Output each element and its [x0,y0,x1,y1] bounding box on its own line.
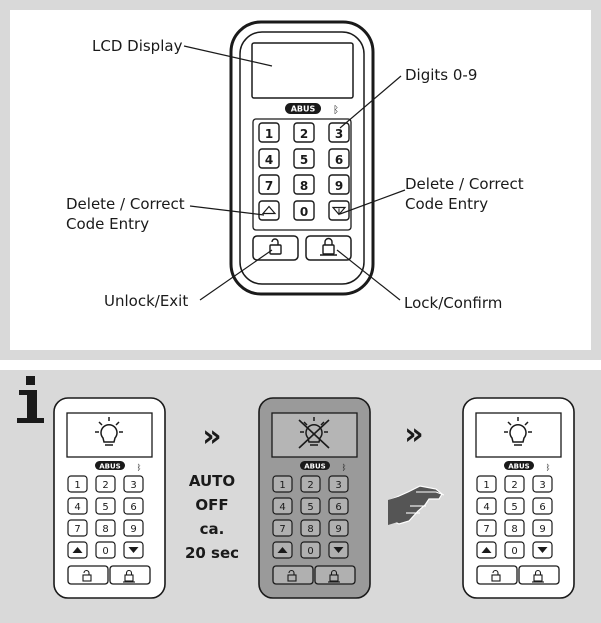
keypad-key-label: 1 [265,127,273,141]
keypad-key-label: 9 [335,179,343,193]
leader-lines [183,45,406,301]
delete-up-key-icon [261,205,277,215]
keypad-key-label: 3 [335,127,343,141]
auto-off-sequence-panel [0,370,601,623]
keypad-key-label: 8 [300,179,308,193]
brand-badge [285,103,321,114]
delete-down-key-icon [331,206,347,216]
keypad-key-label: 6 [335,153,343,167]
lcd-display-label: LCD Display [92,37,183,55]
lock-confirm-label: Lock/Confirm [404,294,503,312]
brand-text: ABUS [291,105,316,114]
unlock-exit-label: Unlock/Exit [104,292,189,310]
bluetooth-icon: ᛒ [333,105,339,116]
unlock-button[interactable] [252,235,299,261]
delete-left-label-2: Code Entry [66,215,150,233]
keypad-key[interactable] [258,200,280,221]
keypad-key[interactable] [328,200,350,221]
keypad-key[interactable]: 0 [293,200,315,221]
keypad-key[interactable]: 2 [293,122,315,143]
unlock-icon [269,238,282,255]
keypad-key-label: 7 [265,179,273,193]
delete-left-label-1: Delete / Correct [66,195,185,213]
keypad-key[interactable]: 4 [258,148,280,169]
auto-off-line-4: 20 sec [184,544,240,562]
keypad-diagram-svg: ABUS ᛒ 1 2 3 4 5 6 7 8 9 0 [183,20,406,301]
keypad-key[interactable]: 8 [293,174,315,195]
lock-icon [320,237,337,256]
keypad-key-label: 2 [300,127,308,141]
lcd-display [251,42,354,99]
keypad-key-label: 0 [300,205,308,219]
auto-off-line-3: ca. [199,520,225,538]
delete-right-label-2: Code Entry [405,195,489,213]
auto-off-line-1: AUTO [188,472,236,490]
keypad-key-label: 4 [265,153,273,167]
keypad-key[interactable]: 9 [328,174,350,195]
digits-label: Digits 0-9 [405,66,478,84]
lock-button[interactable] [305,235,352,261]
delete-right-label-1: Delete / Correct [405,175,524,193]
keypad-key[interactable]: 6 [328,148,350,169]
keypad-keys: 1 2 3 4 5 6 7 8 9 0 [258,122,350,221]
keypad-key[interactable]: 7 [258,174,280,195]
keypad-key[interactable]: 1 [258,122,280,143]
keypad-key[interactable]: 3 [328,122,350,143]
keypad-key[interactable]: 5 [293,148,315,169]
keypad-key-label: 5 [300,153,308,167]
auto-off-line-2: OFF [195,496,229,514]
